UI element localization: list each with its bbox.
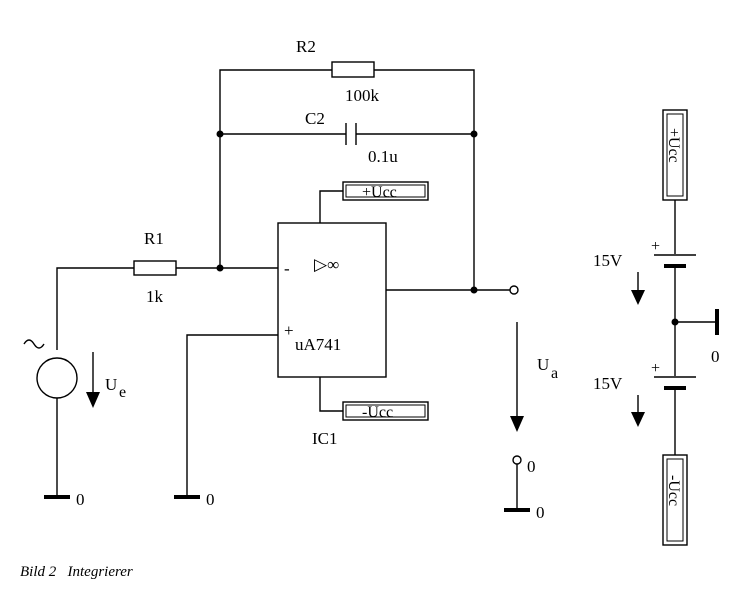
junction-dot	[470, 130, 478, 138]
junction-dot	[216, 130, 224, 138]
opamp-designator: IC1	[312, 429, 338, 448]
rail-neg-port-inner	[666, 458, 684, 542]
input-section: R1 1k 0 U e	[23, 229, 278, 509]
ground-label: 0	[536, 503, 545, 522]
neg-supply-label: -Ucc	[362, 404, 393, 421]
opamp-plus: +	[284, 321, 294, 340]
ground-label: 0	[76, 490, 85, 509]
power-supply: +Ucc + 15V 0 + 15V -Ucc	[593, 109, 720, 546]
battery-top-plus: +	[651, 238, 660, 255]
r2-right-wire	[374, 69, 475, 290]
pos-supply-port	[342, 181, 429, 201]
figure-caption: Bild 2 Integrierer	[20, 564, 133, 580]
pos-supply-port-inner	[345, 184, 426, 198]
junction-dot	[470, 286, 478, 294]
r2-resistor	[331, 61, 375, 78]
opamp-symbol: ▷∞	[314, 255, 339, 274]
opamp-minus: -	[284, 259, 290, 278]
rail-neg-label: -Ucc	[665, 475, 682, 506]
rail-pos-port-inner	[666, 113, 684, 197]
ua-arrow-head	[510, 416, 524, 432]
battery-bottom-label: 15V	[593, 374, 623, 393]
c2-name: C2	[305, 109, 325, 128]
pos-supply-wire	[319, 190, 343, 223]
output-terminal	[509, 285, 519, 295]
battery-bottom-arrow-head	[631, 412, 645, 427]
ua-subscript: a	[551, 365, 558, 382]
input-wire	[56, 267, 134, 350]
r1-value: 1k	[146, 287, 164, 306]
ue-symbol: U	[105, 375, 117, 394]
rail-pos-label: +Ucc	[665, 128, 682, 163]
opamp-body	[277, 222, 387, 378]
ground-label: 0	[206, 490, 215, 509]
ac-sine-icon	[23, 339, 45, 349]
output-ground-terminal	[512, 455, 522, 465]
r2-value: 100k	[345, 86, 380, 105]
ground-label: 0	[711, 347, 720, 366]
junction-dot	[216, 264, 224, 272]
ue-subscript: e	[119, 384, 126, 401]
output-ground-terminal-label: 0	[527, 457, 536, 476]
neg-supply-port	[342, 401, 429, 421]
battery-top-label: 15V	[593, 251, 623, 270]
c2-value: 0.1u	[368, 147, 398, 166]
ac-source-symbol	[36, 357, 78, 399]
pos-supply-label: +Ucc	[362, 184, 397, 201]
opamp: ▷∞ - + uA741 IC1 0 +Ucc -Ucc	[174, 181, 429, 509]
neg-supply-wire	[319, 377, 343, 412]
r2-name: R2	[296, 37, 316, 56]
opamp-model: uA741	[295, 335, 341, 354]
battery-top-arrow-head	[631, 290, 645, 305]
ua-symbol: U	[537, 355, 549, 374]
neg-supply-port-inner	[345, 404, 426, 418]
r1-name: R1	[144, 229, 164, 248]
noninverting-ground-wire	[186, 334, 278, 496]
feedback-network: R2 100k C2 0.1u	[216, 37, 478, 290]
output-section: U a 0 0	[386, 285, 558, 522]
r2-left-wire	[219, 69, 332, 268]
r1-resistor	[133, 260, 177, 276]
ue-arrow-head	[86, 392, 100, 408]
battery-bottom-plus: +	[651, 360, 660, 377]
